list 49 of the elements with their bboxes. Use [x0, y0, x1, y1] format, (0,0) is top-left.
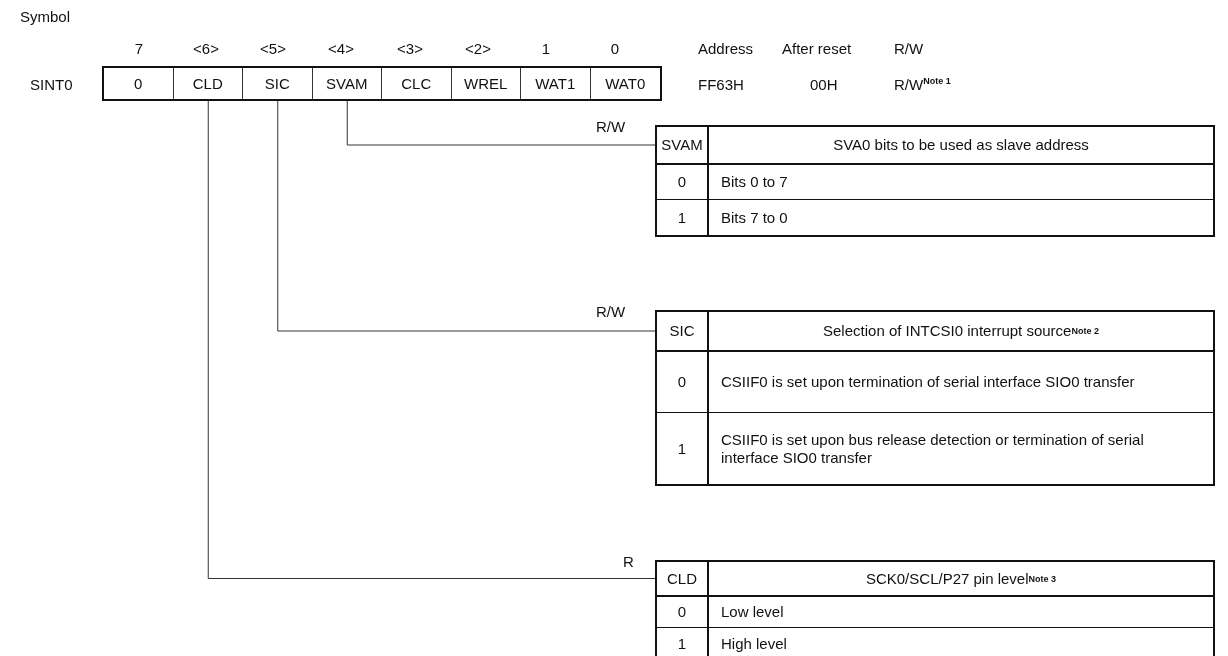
register-bit-field: CLC	[382, 68, 452, 99]
register-symbol: SINT0	[30, 76, 73, 93]
bit-value: 1	[657, 412, 709, 484]
column-heading: Symbol	[20, 8, 71, 25]
register-address: FF63H	[698, 76, 744, 93]
value-description: CSIIF0 is set upon termination of serial interface SIO0 transfer	[709, 350, 1213, 412]
bit-number: <2>	[465, 40, 491, 57]
bit-number: <4>	[328, 40, 354, 57]
bit-number: 1	[541, 40, 551, 57]
leader-line	[207, 100, 656, 579]
bit-value: 0	[657, 350, 709, 412]
bit-value: 1	[657, 627, 709, 656]
register-bit-field: WAT0	[590, 68, 660, 99]
register-bit-field: CLD	[173, 68, 243, 99]
bit-number: <3>	[397, 40, 423, 57]
bit-table	[655, 125, 1215, 237]
bit-number: <6>	[193, 40, 219, 57]
access-type: R	[623, 553, 634, 570]
value-description: CSIIF0 is set upon bus release detection or termination of serial interface SIO0 transfer	[709, 412, 1213, 484]
access-type: R/W	[596, 303, 626, 320]
column-heading: Address	[698, 40, 754, 57]
value-description: Bits 0 to 7	[709, 163, 1213, 199]
column-heading: After reset	[782, 40, 852, 57]
bit-table	[655, 560, 1215, 656]
bit-value: 0	[657, 595, 709, 627]
bit-value: 0	[657, 163, 709, 199]
bit-table	[655, 310, 1215, 486]
register-bit-field: SIC	[243, 68, 313, 99]
column-heading: R/W	[894, 40, 924, 57]
register-bit-field: WREL	[451, 68, 521, 99]
bit-number: <5>	[260, 40, 286, 57]
register-bit-field: SVAM	[312, 68, 382, 99]
leader-line	[277, 100, 656, 332]
access-type: R/W	[596, 118, 626, 135]
field-title: SVA0 bits to be used as slave address	[832, 135, 1090, 155]
register-bit-field: 0	[104, 68, 174, 99]
bit-value: 1	[657, 199, 709, 235]
access-type: R/W$^{Note 1}$	[894, 76, 951, 93]
value-description: Low level	[709, 595, 1213, 627]
value-description: Bits 7 to 0	[709, 199, 1213, 235]
reset-value: 00H	[810, 76, 838, 93]
leader-line	[346, 100, 656, 146]
field-name: CLD	[657, 562, 709, 595]
register-bit-field: WAT1	[521, 68, 591, 99]
field-name: SVAM	[657, 127, 709, 163]
value-description: High level	[709, 627, 1213, 656]
bit-number: 7	[134, 40, 144, 57]
bit-number: 0	[610, 40, 620, 57]
field-name: SIC	[657, 312, 709, 350]
